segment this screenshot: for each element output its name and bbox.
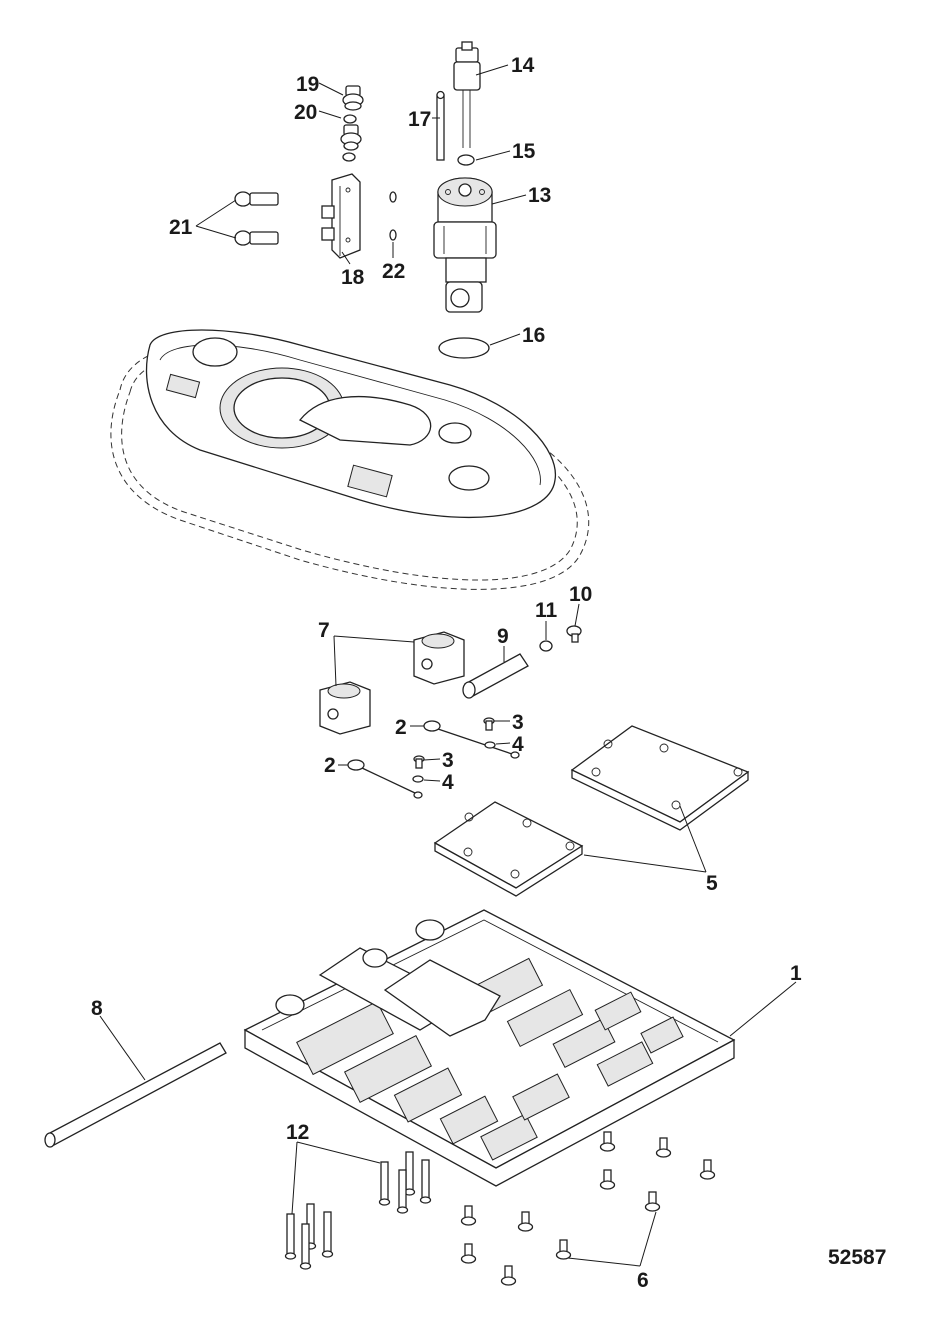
valve-body-13 <box>433 177 497 313</box>
callout-16: 16 <box>522 324 545 347</box>
leader-lines <box>99 64 797 1267</box>
washer-4-upper <box>484 741 496 749</box>
callout-2: 2 <box>324 754 336 777</box>
o-ring-22-lower <box>389 229 397 241</box>
callout-14: 14 <box>511 54 535 77</box>
strap-2-lower <box>347 759 423 799</box>
strap-2-upper <box>423 720 520 759</box>
callout-2: 2 <box>395 716 407 739</box>
callout-labels: 1 2 2 3 3 4 4 5 6 7 8 9 10 11 12 13 14 1… <box>91 54 886 1292</box>
figure-id: 52587 <box>828 1246 886 1269</box>
callout-17: 17 <box>408 108 431 131</box>
callout-1: 1 <box>790 962 802 985</box>
callout-7: 7 <box>318 619 330 642</box>
callout-13: 13 <box>528 184 551 207</box>
screw-3-upper <box>483 717 495 731</box>
callout-9: 9 <box>497 625 509 648</box>
callout-4: 4 <box>512 733 524 756</box>
bolts-12 <box>284 1151 432 1270</box>
manifold-18 <box>321 173 361 259</box>
fitting-19 <box>342 85 364 111</box>
plate-5-right <box>570 725 750 831</box>
o-ring-20-lower <box>342 152 356 162</box>
housing-cover <box>110 329 590 590</box>
callout-12: 12 <box>286 1121 309 1144</box>
washer-4-lower <box>412 775 424 783</box>
bracket-7-upper <box>413 631 465 685</box>
callout-22: 22 <box>382 260 405 283</box>
callout-21: 21 <box>169 216 193 239</box>
sensor-14 <box>453 41 481 148</box>
screw-10 <box>566 625 582 643</box>
callout-18: 18 <box>341 266 365 289</box>
callout-19: 19 <box>296 73 319 96</box>
callout-3: 3 <box>512 711 524 734</box>
callout-5: 5 <box>706 872 718 895</box>
screws-6 <box>460 1131 716 1286</box>
callout-11: 11 <box>535 599 558 622</box>
o-ring-16 <box>438 337 490 359</box>
o-ring-15 <box>457 154 475 166</box>
callout-20: 20 <box>294 101 317 124</box>
plate-5-left <box>433 801 584 897</box>
screw-3-lower <box>413 755 425 769</box>
callout-15: 15 <box>512 140 536 163</box>
o-ring-20 <box>343 114 357 124</box>
bolt-21-lower <box>234 230 279 246</box>
rod-8 <box>44 1042 227 1148</box>
base-plate-1 <box>243 909 736 1187</box>
callout-4: 4 <box>442 771 454 794</box>
o-ring-22-upper <box>389 191 397 203</box>
rod-17 <box>436 90 445 161</box>
washer-11 <box>539 640 553 652</box>
bracket-7-lower <box>319 681 371 735</box>
callout-8: 8 <box>91 997 103 1020</box>
bolt-21-upper <box>234 191 279 207</box>
callout-3: 3 <box>442 749 454 772</box>
pin-9 <box>462 653 529 699</box>
fitting-19-lower <box>340 124 362 151</box>
callout-6: 6 <box>637 1269 649 1292</box>
callout-10: 10 <box>569 583 592 606</box>
